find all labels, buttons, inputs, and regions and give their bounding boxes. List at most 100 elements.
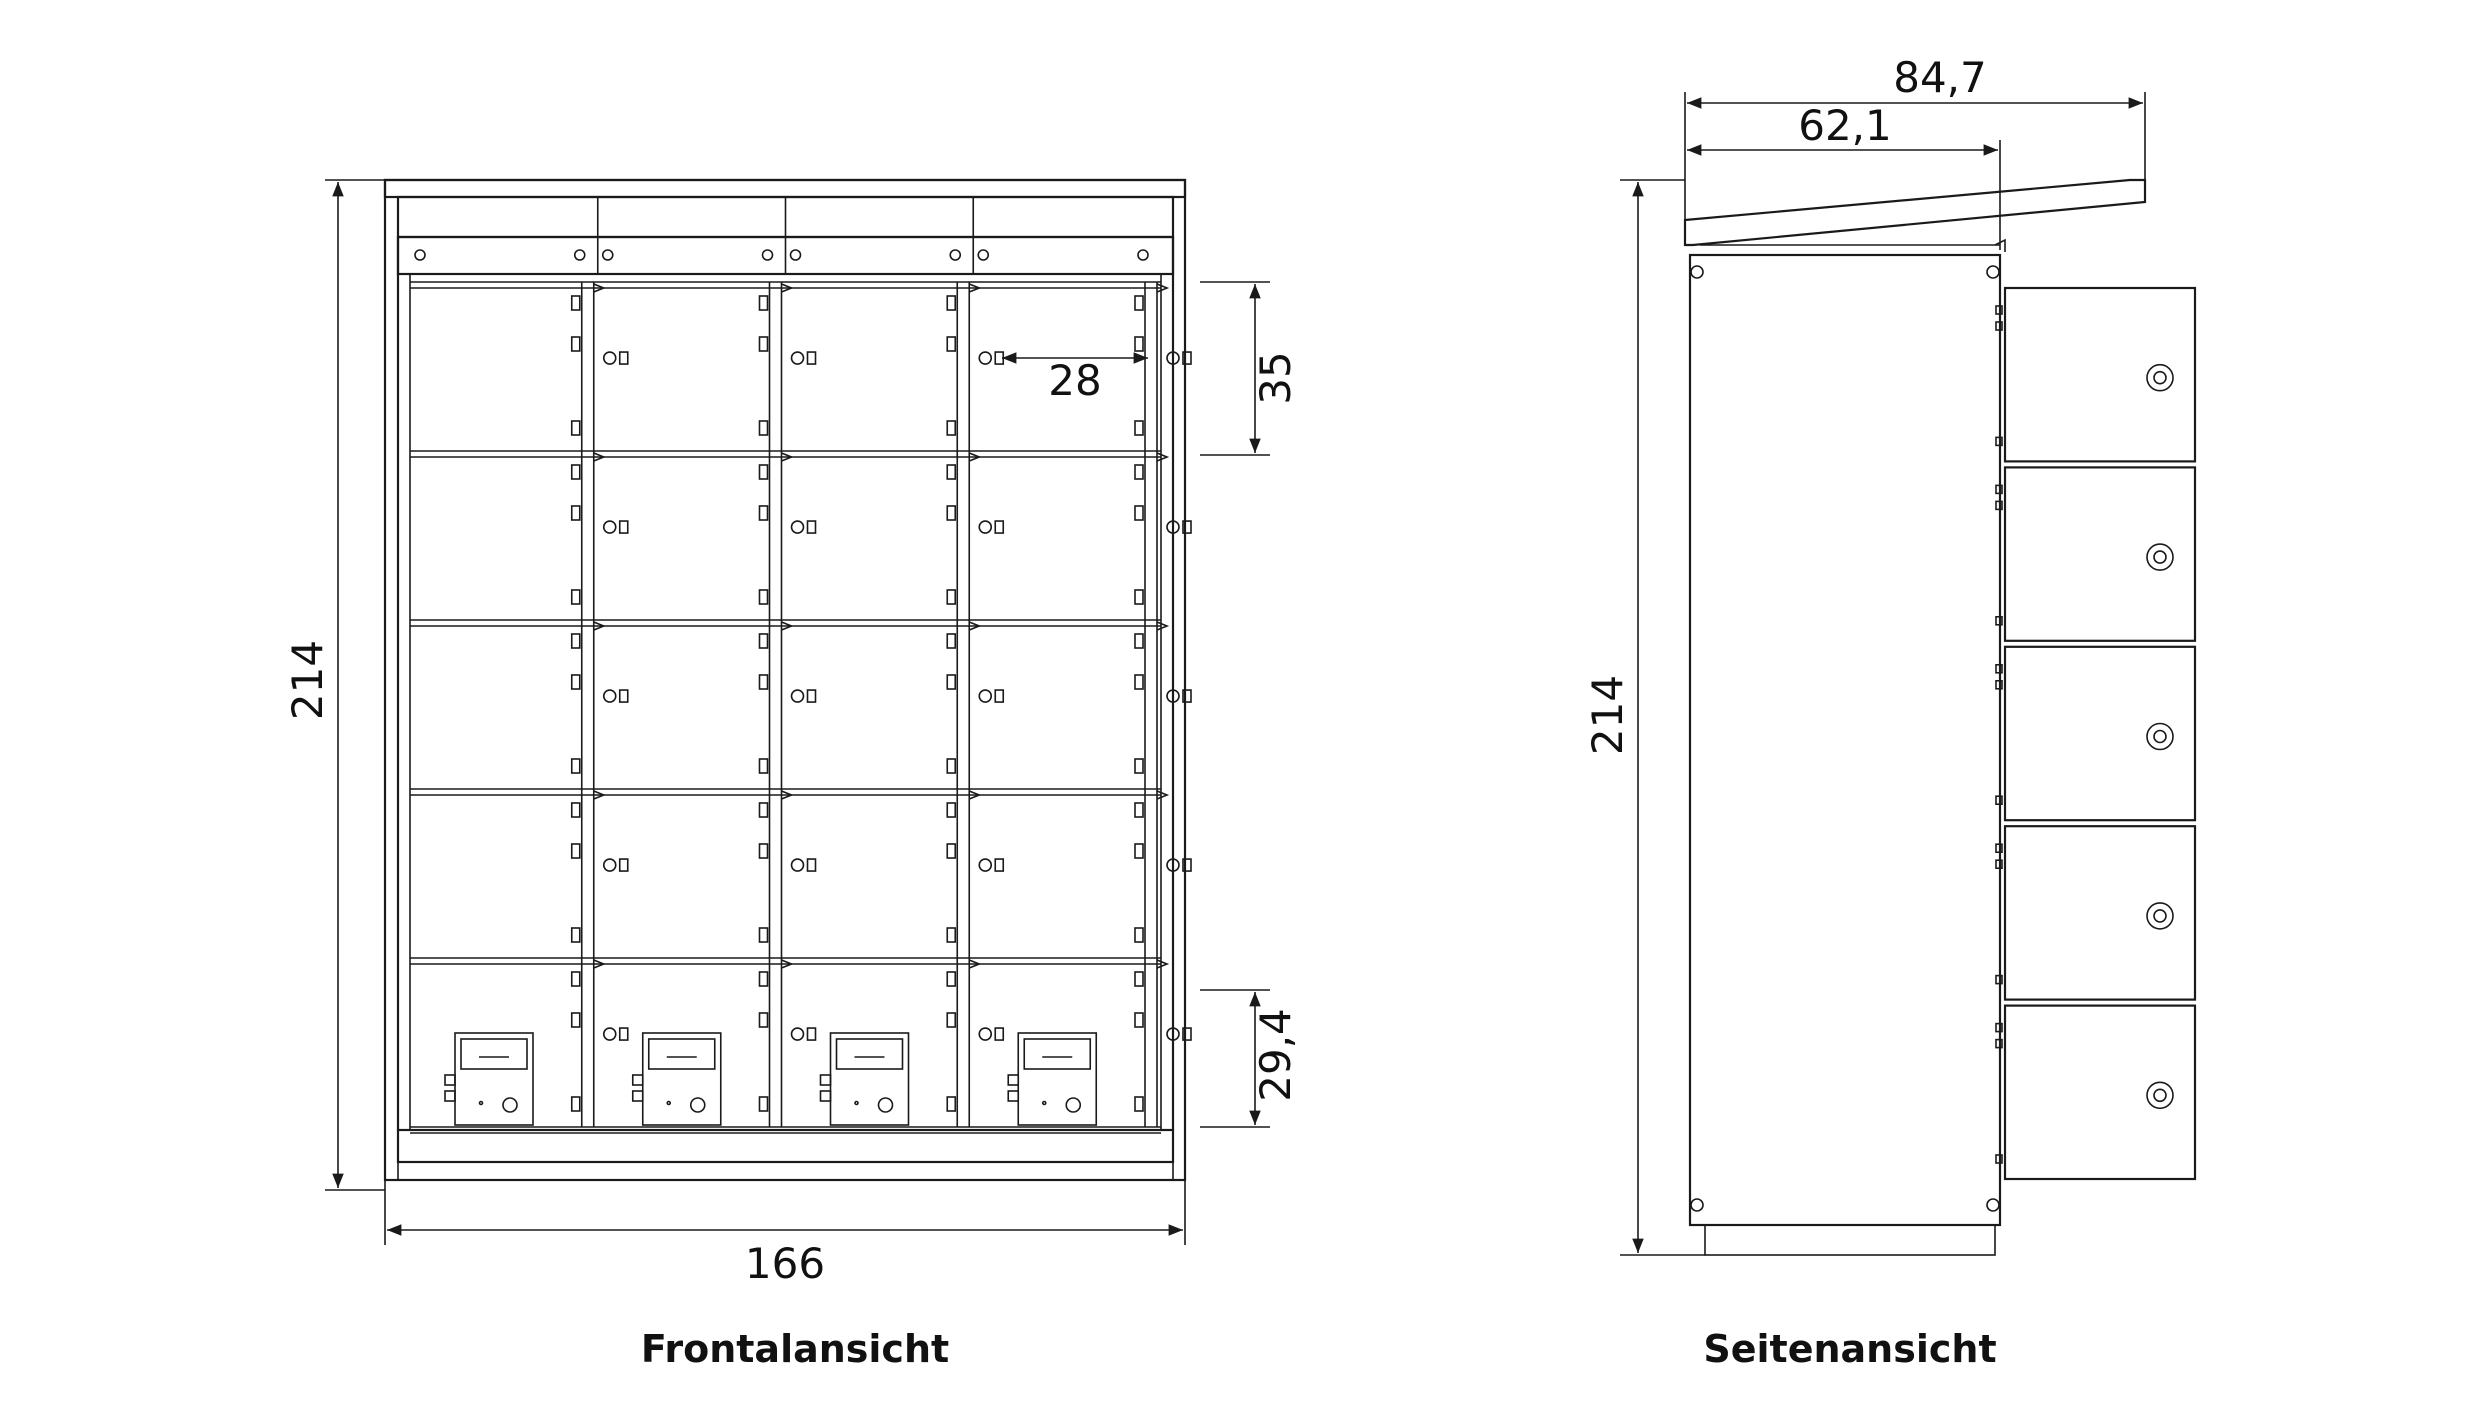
parcel-box xyxy=(829,1032,910,1126)
parcel-box-hinge xyxy=(1007,1090,1020,1102)
front-view-caption: Frontalansicht xyxy=(641,1327,949,1371)
hinge-icon xyxy=(570,674,581,690)
side-hinge xyxy=(1995,436,2003,447)
lock-icon xyxy=(1166,689,1180,703)
strip-screw xyxy=(761,249,774,261)
parcel-box-window xyxy=(835,1038,904,1070)
side-hinge xyxy=(1995,1154,2003,1164)
strip-screw xyxy=(977,249,990,261)
door-marker xyxy=(781,283,794,293)
hinge-icon xyxy=(1134,971,1144,987)
lock-tab xyxy=(994,689,1005,703)
side-hinge xyxy=(1995,615,2003,626)
parcel-box-hinge xyxy=(819,1090,832,1102)
lock-tab xyxy=(1182,1027,1192,1041)
lock-icon xyxy=(978,858,993,872)
hinge-icon xyxy=(946,1012,957,1028)
parcel-box-window xyxy=(460,1038,528,1070)
side-view-caption: Seitenansicht xyxy=(1703,1327,1996,1371)
side-body xyxy=(1688,253,2002,1227)
hinge-icon xyxy=(1134,633,1144,649)
lock-tab xyxy=(806,351,817,365)
hinge-icon xyxy=(1134,505,1144,521)
side-doors xyxy=(1995,286,2197,1181)
side-dimensions: 84,7 62,1 214 xyxy=(1583,53,2146,1256)
door-marker xyxy=(1156,452,1170,462)
front-width-label: 166 xyxy=(745,1239,825,1288)
lock-icon xyxy=(1166,520,1180,534)
hinge-icon xyxy=(946,464,957,480)
strip-screw xyxy=(414,249,426,261)
hinge-icon xyxy=(946,420,957,436)
hinge-icon xyxy=(758,336,769,352)
front-base xyxy=(397,1161,1174,1181)
side-lock-icon xyxy=(2146,722,2174,751)
parcel-lock-icon xyxy=(502,1097,518,1113)
front-outer-frame xyxy=(383,178,1187,1182)
hinge-icon xyxy=(1134,1012,1144,1028)
parcel-box-dot xyxy=(854,1100,859,1106)
lock-tab xyxy=(994,520,1005,534)
hinge-icon xyxy=(758,843,769,859)
parcel-box-window xyxy=(1023,1038,1092,1070)
side-screw-bottom-right xyxy=(1986,1198,2000,1212)
lock-icon xyxy=(602,351,617,365)
side-screw-bottom-left xyxy=(1690,1198,1704,1212)
parcel-box-hinge xyxy=(631,1074,644,1086)
hinge-icon xyxy=(570,295,581,311)
side-door xyxy=(2003,825,2197,1001)
parcel-box xyxy=(641,1032,722,1126)
side-base xyxy=(1704,1224,1996,1256)
door-marker xyxy=(1156,959,1170,969)
side-height-label: 214 xyxy=(1583,675,1632,755)
hinge-icon xyxy=(570,971,581,987)
hinge-icon xyxy=(1134,802,1144,818)
hinge-icon xyxy=(1134,589,1144,605)
door-marker xyxy=(968,959,982,969)
door-marker xyxy=(593,452,606,462)
hinge-icon xyxy=(1134,464,1144,480)
hinge-icon xyxy=(758,674,769,690)
side-lock-core xyxy=(2153,1088,2167,1103)
lock-icon xyxy=(790,858,805,872)
side-hinge xyxy=(1995,795,2003,806)
parcel-lock-icon xyxy=(877,1097,894,1113)
hinge-icon xyxy=(570,589,581,605)
lock-tab xyxy=(1182,858,1192,872)
parcel-box-hinge xyxy=(444,1090,456,1102)
lock-tab xyxy=(618,520,629,534)
lock-icon xyxy=(602,1027,617,1041)
lock-tab xyxy=(1182,351,1192,365)
door-marker xyxy=(1156,283,1170,293)
bottom-door-label: 29,4 xyxy=(1251,1008,1300,1102)
front-plinth xyxy=(396,1128,1175,1164)
hinge-icon xyxy=(758,420,769,436)
lock-tab xyxy=(1182,689,1192,703)
hinge-icon xyxy=(758,464,769,480)
hinge-icon xyxy=(946,505,957,521)
lock-icon xyxy=(790,1027,805,1041)
lock-icon xyxy=(978,1027,993,1041)
lock-tab xyxy=(618,858,629,872)
door-marker xyxy=(781,452,794,462)
side-hinge xyxy=(1995,663,2003,674)
hinge-icon xyxy=(946,336,957,352)
door-marker xyxy=(968,452,982,462)
parcel-box-dot xyxy=(478,1100,484,1106)
door-marker xyxy=(781,621,794,631)
inner-width-label: 28 xyxy=(1048,356,1101,405)
hinge-icon xyxy=(570,802,581,818)
side-lock-icon xyxy=(2146,363,2174,392)
door-marker xyxy=(1156,621,1170,631)
parcel-box-window xyxy=(647,1038,716,1070)
hinge-icon xyxy=(570,927,581,943)
side-hinge xyxy=(1995,484,2003,495)
lock-tab xyxy=(806,858,817,872)
side-screw-top-right xyxy=(1986,265,2000,279)
parcel-lock-icon xyxy=(689,1097,706,1113)
lock-tab xyxy=(806,1027,817,1041)
lock-tab xyxy=(994,1027,1005,1041)
door-marker xyxy=(593,621,606,631)
side-hinge xyxy=(1995,679,2003,690)
